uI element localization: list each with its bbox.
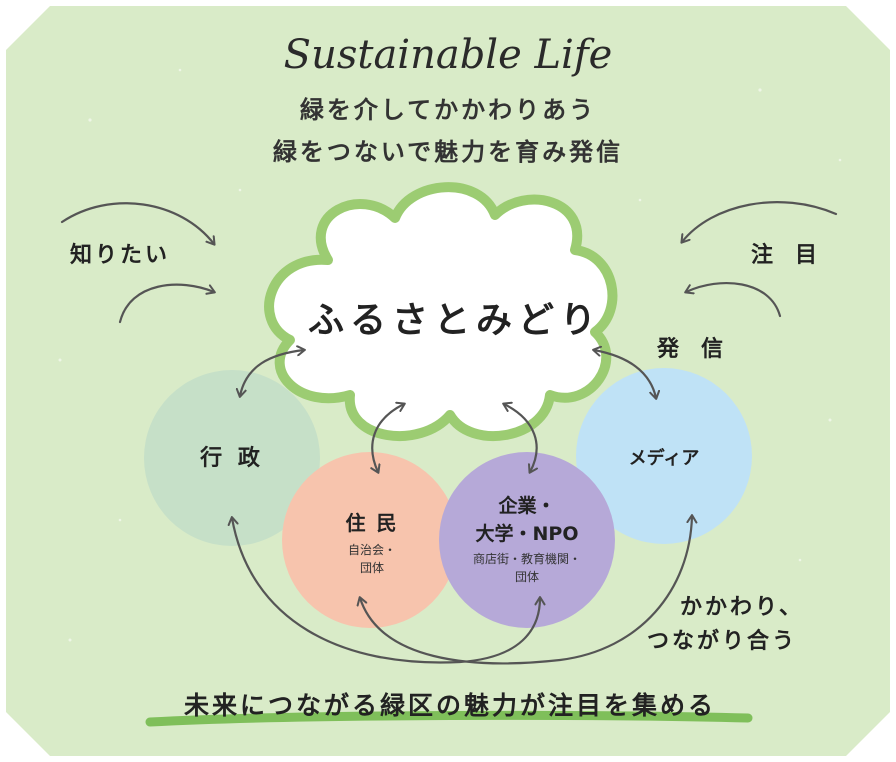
subtitle-line-2: 緑をつないで魅力を育み発信	[273, 138, 623, 166]
arrow-gyosei-cloud	[240, 350, 304, 396]
kigyo-label-1: 企業・	[497, 494, 555, 517]
node-gyosei	[144, 370, 320, 546]
arrow-jumin-media-loop	[360, 516, 692, 665]
title: Sustainable Life	[284, 32, 613, 78]
kigyo-sub-1: 商店街・教育機関・	[473, 551, 581, 566]
arrow-left-top	[60, 202, 214, 244]
right-label: 注 目	[751, 242, 817, 268]
arrow-right-bottom	[686, 282, 782, 318]
relation-line-1: かかわり、	[680, 595, 804, 620]
footer-text: 未来につながる緑区の魅力が注目を集める	[184, 691, 716, 720]
arrow-right-top	[682, 201, 838, 242]
subtitle-line-1: 緑を介してかかわりあう	[300, 96, 596, 124]
kigyo-label-2: 大学・NPO	[476, 522, 579, 545]
jumin-label: 住 民	[346, 511, 399, 535]
gyosei-label: 行 政	[199, 445, 264, 471]
background-dots	[58, 58, 842, 642]
arrow-left-bottom	[118, 283, 214, 324]
footer-underline	[145, 710, 753, 727]
left-label: 知りたい	[70, 242, 170, 268]
kigyo-sub-2: 団体	[515, 570, 539, 584]
center-label: ふるさとみどり	[308, 300, 602, 341]
jumin-sub-2: 団体	[360, 561, 384, 575]
node-jumin	[282, 452, 458, 628]
hasshin-label: 発 信	[656, 336, 723, 362]
arrow-media-cloud	[594, 350, 656, 398]
jumin-sub-1: 自治会・	[348, 543, 396, 557]
media-label: メディア	[629, 447, 700, 469]
relation-line-2: つながり合う	[647, 628, 797, 654]
arrow-jumin-cloud	[372, 404, 404, 472]
node-media	[576, 368, 752, 544]
arrow-kigyo-cloud	[504, 404, 537, 472]
arrow-gyosei-kigyo-loop	[232, 518, 540, 664]
